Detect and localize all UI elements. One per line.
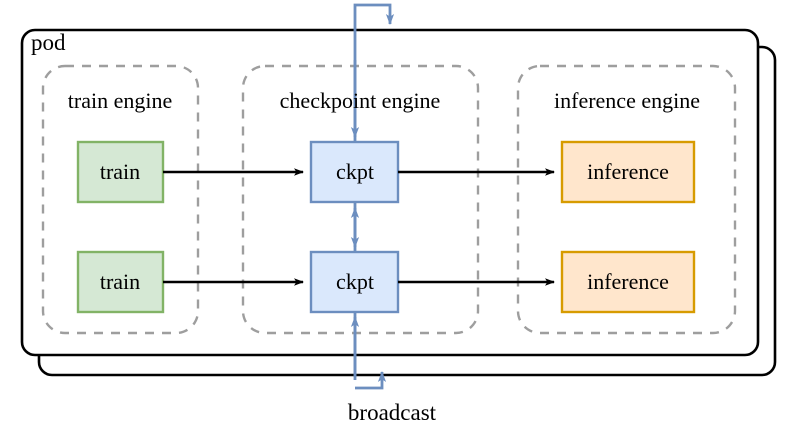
group-box-inference-engine — [516, 64, 737, 335]
pod-label: pod — [31, 30, 66, 55]
group-label-checkpoint-engine: checkpoint engine — [279, 88, 441, 113]
group-label-inference-engine: inference engine — [554, 88, 700, 113]
node-label-train-2: train — [99, 269, 141, 294]
node-label-inference-2: inference — [587, 269, 669, 294]
group-label-train-engine: train engine — [67, 88, 173, 113]
node-label-ckpt-2: ckpt — [336, 269, 374, 294]
node-box-train-2[interactable] — [76, 250, 165, 314]
broadcast-label: broadcast — [347, 400, 437, 425]
broadcast-elbow — [355, 371, 387, 390]
node-label-inference-1: inference — [587, 159, 669, 184]
group-box-train-engine — [41, 64, 200, 335]
node-box-ckpt-1[interactable] — [309, 140, 400, 204]
node-label-ckpt-1: ckpt — [336, 159, 374, 184]
node-label-train-1: train — [99, 159, 141, 184]
node-box-inference-1[interactable] — [560, 140, 696, 204]
node-box-inference-2[interactable] — [560, 250, 696, 314]
node-box-ckpt-2[interactable] — [309, 250, 400, 314]
node-box-train-1[interactable] — [76, 140, 165, 204]
group-box-checkpoint-engine — [241, 64, 480, 335]
